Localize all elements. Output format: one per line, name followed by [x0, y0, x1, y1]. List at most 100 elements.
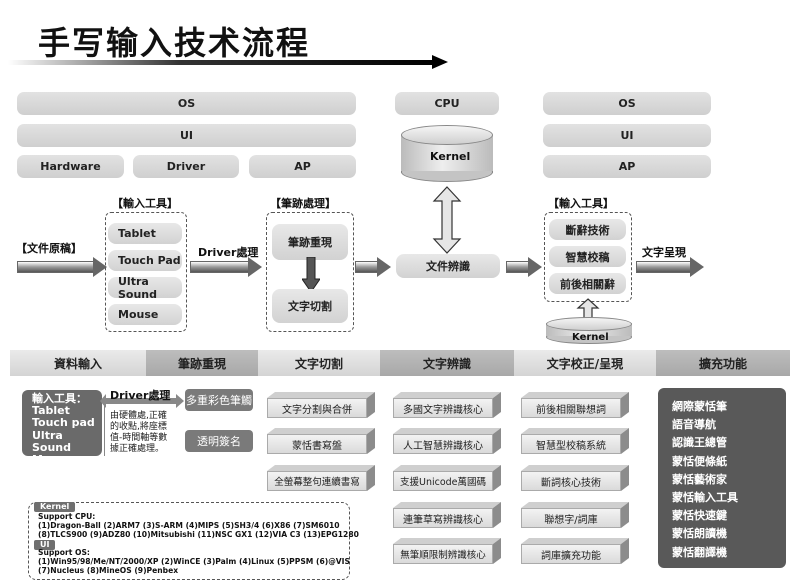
correct-item-3: 斷詞核心技術 — [521, 465, 629, 491]
driver-desc-line: 的收點,將座標 — [110, 422, 167, 432]
arrow-stroke-to-doc — [355, 261, 377, 273]
ext-item: 蒙恬朗讀機 — [672, 527, 727, 541]
kernel-tag: Kernel — [34, 502, 76, 512]
driver-description: 由硬體處,正確 的收點,將座標 值-時間軸等數 據正確處理。 — [110, 411, 167, 455]
input-tools-panel: 輸入工具： Tablet Touch pad Ultra Sound Mouse — [22, 390, 102, 466]
ext-item: 蒙恬輸入工具 — [672, 490, 738, 504]
stroke-box — [266, 212, 354, 332]
page-title: 手写输入技术流程 — [38, 24, 311, 62]
kernel-cylinder-top — [401, 125, 493, 145]
kernel2-top — [546, 317, 632, 331]
os-line-2: (7)Nucleus (8)MineOS (9)Penbex — [38, 566, 179, 575]
band-extensions: 擴充功能 — [656, 350, 790, 376]
band-stroke-redraw: 筆跡重現 — [146, 350, 258, 376]
tool-ultra-sound: Ultra Sound — [108, 275, 182, 301]
band-text-correction: 文字校正/呈現 — [514, 350, 656, 376]
cut-item-3-label: 全螢幕整句連續書寫 — [267, 471, 367, 491]
correct-item-4-label: 聯想字/詞庫 — [521, 508, 621, 528]
left-ui-bar: UI — [17, 124, 356, 147]
correct-item-5-label: 詞庫擴充功能 — [521, 544, 621, 564]
cut-item-1-label: 文字分割與合併 — [267, 398, 367, 418]
kernel-label: Kernel — [430, 150, 471, 163]
arrow-doc-to-output — [506, 261, 528, 273]
recog-item-5: 無筆順限制辨識核心 — [393, 538, 501, 564]
cut-item-3: 全螢幕整句連續書寫 — [267, 465, 375, 491]
cpu-bar: CPU — [395, 92, 499, 115]
arrow-stroke-to-doc-head — [377, 257, 391, 277]
input-touch-pad: Touch pad — [32, 416, 95, 430]
correct-item-2-label: 智慧型校稿系統 — [521, 434, 621, 454]
output-word-seg: 斷辭技術 — [549, 219, 626, 240]
text-cut-box: 文字切割 — [272, 289, 348, 323]
ext-item: 蒙恬翻譯機 — [672, 545, 727, 559]
tool-tablet: Tablet — [108, 223, 182, 244]
cpu-title: Support CPU: — [38, 512, 96, 521]
cpu-line-1: (1)Dragon-Ball (2)ARM7 (3)S-ARM (4)MIPS … — [38, 521, 340, 530]
correct-item-5: 詞庫擴充功能 — [521, 538, 629, 564]
arrow-to-present-head — [690, 257, 704, 277]
title-arrowhead — [432, 55, 448, 69]
input-tools-title: 【輸入工具】 — [112, 197, 178, 210]
right-os-bar: OS — [543, 92, 711, 115]
left-ap-bar: AP — [249, 155, 356, 178]
recog-item-4-label: 連筆草寫辨識核心 — [393, 508, 493, 528]
ui-tag: UI — [34, 540, 56, 550]
correct-item-4: 聯想字/詞庫 — [521, 502, 629, 528]
driver-desc-line: 值-時間軸等數 — [110, 433, 168, 443]
multi-color-stroke: 多重彩色筆觸 — [185, 389, 253, 411]
driver-desc-line: 由硬體處,正確 — [110, 411, 167, 421]
hardware-bar: Hardware — [17, 155, 124, 178]
left-os-bar: OS — [17, 92, 356, 115]
stroke-title: 【筆跡處理】 — [270, 197, 336, 210]
stroke-redraw-box: 筆跡重現 — [272, 224, 348, 260]
ext-item: 認識王總管 — [672, 436, 727, 450]
kernel-doc-double-arrow — [432, 186, 462, 254]
right-ap-bar: AP — [543, 155, 711, 178]
arrow-doc-to-output-head — [528, 257, 542, 277]
tool-touch-pad: Touch Pad — [108, 250, 182, 271]
input-tablet: Tablet — [32, 404, 70, 418]
input-tools-heading: 輸入工具： — [32, 392, 87, 405]
output-context-words: 前後相關辭 — [549, 273, 626, 294]
doc-source-label: 【文件原稿】 — [16, 242, 82, 255]
input-mouse: Mouse — [32, 453, 73, 467]
recog-item-2: 人工智慧辨識核心 — [393, 428, 501, 454]
ext-item: 語音導航 — [672, 418, 716, 432]
arrow-tools-to-stroke-head — [248, 257, 262, 277]
driver-process-small: Driver處理 — [110, 389, 171, 402]
recog-item-1-label: 多國文字辨識核心 — [393, 398, 493, 418]
recog-item-5-label: 無筆順限制辨識核心 — [393, 544, 493, 564]
title-underline — [8, 60, 436, 65]
text-present-label: 文字呈現 — [642, 246, 686, 259]
arrow-to-present — [636, 261, 690, 273]
recog-item-1: 多國文字辨識核心 — [393, 392, 501, 418]
driver-process-label: Driver處理 — [198, 246, 259, 259]
stroke-down-arrow — [302, 257, 320, 293]
input-tools-box — [105, 212, 187, 332]
arrow-doc-to-tools — [17, 261, 93, 273]
arrow-tools-to-stroke — [190, 261, 248, 273]
correct-item-1-label: 前後相關聯想詞 — [521, 398, 621, 418]
ext-item: 蒙恬快速鍵 — [672, 509, 727, 523]
band-text-recognition: 文字辨識 — [380, 350, 514, 376]
kernel2-label: Kernel — [572, 332, 609, 343]
correct-item-1: 前後相關聯想詞 — [521, 392, 629, 418]
recog-item-3: 支援Unicode萬國碼 — [393, 465, 501, 491]
os-title: Support OS: — [38, 548, 90, 557]
arrow-doc-to-tools-head — [93, 257, 107, 277]
recog-item-3-label: 支援Unicode萬國碼 — [393, 471, 493, 491]
driver-bar: Driver — [133, 155, 239, 178]
cut-item-2: 蒙恬書寫盤 — [267, 428, 375, 454]
band-data-input: 資料輸入 — [10, 350, 146, 376]
transparent-signature: 透明簽名 — [185, 430, 253, 452]
ext-item: 蒙恬藝術家 — [672, 472, 727, 486]
driver-arrow — [100, 394, 184, 408]
cpu-line-2: (8)TLCS900 (9)ADZ80 (10)Mitsubishi (11)N… — [38, 530, 359, 539]
extensions-panel: 網際蒙恬筆 語音導航 認識王總管 蒙恬便條紙 蒙恬藝術家 蒙恬輸入工具 蒙恬快速… — [658, 388, 786, 568]
os-line-1: (1)Win95/98/Me/NT/2000/XP (2)WinCE (3)Pa… — [38, 557, 350, 566]
driver-desc-line: 據正確處理。 — [110, 444, 165, 454]
cut-item-2-label: 蒙恬書寫盤 — [267, 434, 367, 454]
doc-recognition-box: 文件辨識 — [396, 254, 500, 278]
recog-item-2-label: 人工智慧辨識核心 — [393, 434, 493, 454]
right-ui-bar: UI — [543, 124, 711, 147]
